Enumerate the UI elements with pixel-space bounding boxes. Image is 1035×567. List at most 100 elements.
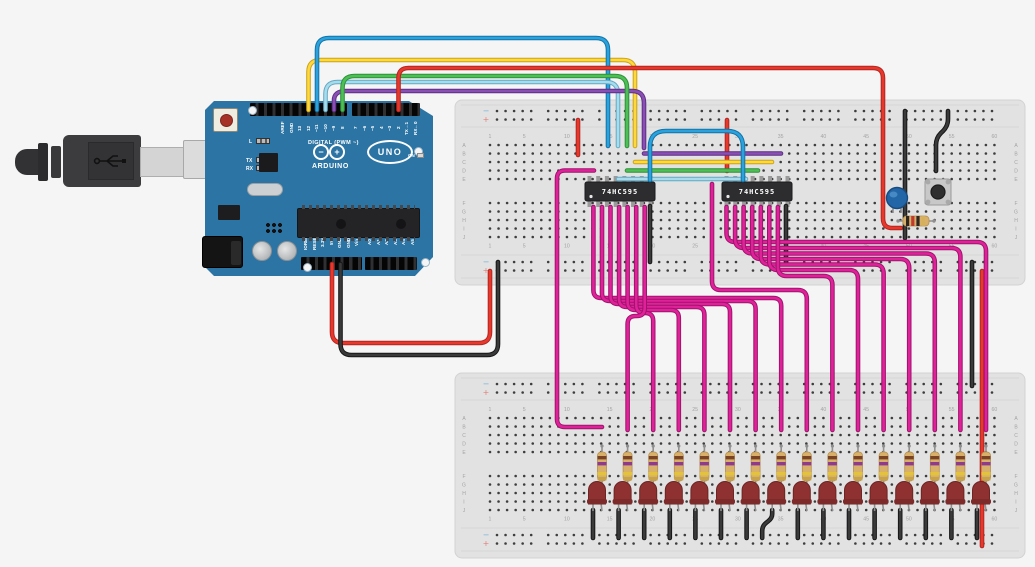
- pin-label: 8: [339, 126, 345, 130]
- wire-shift2-qa-led9[interactable]: [709, 181, 810, 433]
- led-column-9[interactable]: [791, 444, 812, 512]
- wire-d2-red[interactable]: [396, 65, 904, 231]
- resistor-12[interactable]: [878, 451, 889, 482]
- pin-label: GND: [288, 122, 294, 134]
- led-7[interactable]: [740, 481, 761, 512]
- reset-button[interactable]: [213, 108, 238, 132]
- led-column-14[interactable]: [919, 444, 940, 512]
- wire-shift1-led6[interactable]: [608, 204, 733, 433]
- pin-label: ~10: [322, 124, 328, 132]
- resistor-6[interactable]: [725, 451, 735, 482]
- resistor-14[interactable]: [929, 451, 940, 482]
- digital-header-strip-right[interactable]: [352, 103, 420, 116]
- led-10[interactable]: [817, 481, 838, 512]
- wire-led8-cathode-black[interactable]: [759, 507, 775, 541]
- svg-text:J: J: [463, 508, 466, 514]
- resistor-9[interactable]: [801, 451, 812, 482]
- led-15[interactable]: [945, 481, 966, 512]
- wire-shift1-led2[interactable]: [625, 204, 647, 433]
- led-column-8[interactable]: [766, 444, 787, 512]
- voltage-regulator: [218, 205, 240, 220]
- led-column-3[interactable]: [638, 444, 659, 512]
- led-column-13[interactable]: [894, 444, 915, 512]
- led-column-10[interactable]: [817, 444, 838, 512]
- resistor-13[interactable]: [904, 451, 915, 482]
- svg-text:D: D: [462, 442, 466, 448]
- resistor-8[interactable]: [776, 451, 787, 482]
- wire-shift1-led4[interactable]: [625, 204, 682, 433]
- resistor-11[interactable]: [853, 451, 863, 482]
- led-16[interactable]: [971, 481, 991, 512]
- led-4[interactable]: [663, 481, 684, 512]
- wire-shift2-led12[interactable]: [758, 204, 886, 433]
- usb-plug-face: [88, 142, 134, 180]
- shift-register-1[interactable]: 74HC595: [584, 176, 656, 207]
- breadboard-bottom[interactable]: −+−+115510101515202025253030353540404545…: [454, 372, 1026, 559]
- usb-cable-ridges: [38, 143, 48, 181]
- svg-text:D: D: [462, 169, 466, 175]
- shift-register-2[interactable]: 74HC595: [721, 176, 793, 207]
- svg-text:50: 50: [906, 517, 912, 523]
- mounting-hole: [248, 106, 257, 115]
- led-column-4[interactable]: [663, 444, 684, 512]
- resistor-5[interactable]: [699, 451, 710, 482]
- wire-shift1-led7[interactable]: [599, 204, 758, 433]
- led-14[interactable]: [919, 481, 940, 512]
- wire-shift1-led5[interactable]: [616, 204, 707, 433]
- led-5[interactable]: [689, 481, 710, 512]
- led-6[interactable]: [715, 481, 735, 512]
- wire-shift2-led13[interactable]: [749, 204, 912, 433]
- wire-shift1-led8[interactable]: [591, 204, 784, 433]
- wire-shift2-led14[interactable]: [741, 204, 938, 433]
- usb-cable-ridges2: [51, 146, 61, 178]
- svg-text:B: B: [1014, 152, 1018, 158]
- wire-shift1-qa-led1[interactable]: [554, 168, 605, 430]
- led-tx-label: TX: [246, 158, 253, 164]
- led-column-6[interactable]: [715, 444, 735, 512]
- analog-header-strip[interactable]: [365, 257, 417, 270]
- wire-shift1-led3[interactable]: [633, 204, 656, 433]
- svg-text:1: 1: [489, 407, 492, 413]
- led-column-5[interactable]: [689, 444, 710, 512]
- led-9[interactable]: [791, 481, 812, 512]
- button-resistor[interactable]: [896, 215, 936, 227]
- resistor-3[interactable]: [648, 451, 659, 482]
- svg-text:60: 60: [992, 517, 998, 523]
- led-column-1[interactable]: [587, 444, 607, 512]
- breadboard-top[interactable]: −+−+115510101515202025253030353540404545…: [454, 99, 1026, 286]
- resistor-1[interactable]: [597, 451, 607, 482]
- resistor-7[interactable]: [750, 451, 761, 482]
- resistor-15[interactable]: [955, 451, 966, 482]
- resistor-10[interactable]: [827, 451, 838, 482]
- resistor-16[interactable]: [981, 451, 991, 482]
- svg-text:D: D: [1014, 169, 1018, 175]
- pushbutton[interactable]: [924, 178, 952, 206]
- svg-text:G: G: [462, 210, 466, 216]
- led-1[interactable]: [587, 481, 607, 512]
- wire-shift2-led16[interactable]: [724, 204, 989, 433]
- wire-shift2-led10[interactable]: [775, 204, 835, 433]
- wire-shift2-led11[interactable]: [767, 204, 861, 433]
- led-11[interactable]: [843, 481, 863, 512]
- led-column-7[interactable]: [740, 444, 761, 512]
- led-column-11[interactable]: [843, 444, 863, 512]
- led-12[interactable]: [868, 481, 889, 512]
- led-8[interactable]: [766, 481, 787, 512]
- led-13[interactable]: [894, 481, 915, 512]
- svg-text:25: 25: [692, 517, 698, 523]
- wire-shift2-led15[interactable]: [732, 204, 963, 433]
- usb-cable[interactable]: [0, 0, 240, 187]
- led-3[interactable]: [638, 481, 659, 512]
- led-column-16[interactable]: [971, 444, 991, 512]
- wire-button-gnd-sbend-black[interactable]: [933, 108, 951, 174]
- led-column-2[interactable]: [612, 444, 633, 512]
- led-column-12[interactable]: [868, 444, 889, 512]
- digital-header-strip-left[interactable]: [250, 103, 347, 116]
- capacitor[interactable]: [885, 186, 909, 214]
- resistor-2[interactable]: [622, 451, 633, 482]
- led-column-15[interactable]: [945, 444, 966, 512]
- resistor-4[interactable]: [673, 451, 684, 482]
- led-2[interactable]: [612, 481, 633, 512]
- wire-serial-link-blue[interactable]: [647, 128, 746, 183]
